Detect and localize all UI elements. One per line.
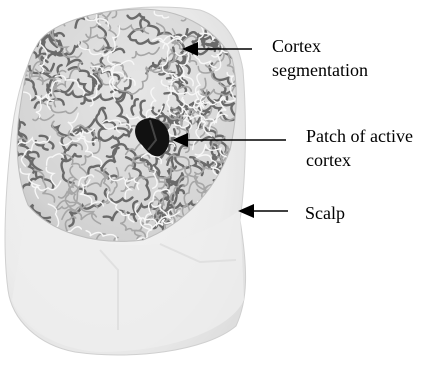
label-cortex-segmentation: Cortex segmentation bbox=[272, 34, 368, 82]
gyrus-fold bbox=[0, 57, 20, 81]
label-active-patch-line1: Patch of active bbox=[306, 124, 413, 148]
gyrus-fold bbox=[42, 0, 53, 17]
gyrus-fold bbox=[227, 0, 238, 14]
gyrus-fold bbox=[217, 5, 237, 20]
gyrus-fold bbox=[235, 26, 240, 38]
gyrus-fold bbox=[0, 29, 31, 36]
label-cortex-segmentation-line2: segmentation bbox=[272, 58, 368, 82]
gyrus-fold bbox=[212, 0, 222, 14]
gyrus-fold bbox=[13, 0, 37, 32]
gyrus-fold bbox=[32, 0, 37, 8]
label-scalp: Scalp bbox=[305, 201, 345, 225]
gyrus-fold bbox=[72, 0, 81, 17]
gyrus-fold bbox=[3, 58, 23, 89]
label-active-patch-line2: cortex bbox=[306, 148, 413, 172]
label-active-patch: Patch of active cortex bbox=[306, 124, 413, 172]
gyrus-fold bbox=[9, 8, 37, 32]
label-cortex-segmentation-line1: Cortex bbox=[272, 34, 368, 58]
arrow-scalp bbox=[238, 204, 288, 218]
gyrus-fold bbox=[0, 41, 29, 56]
